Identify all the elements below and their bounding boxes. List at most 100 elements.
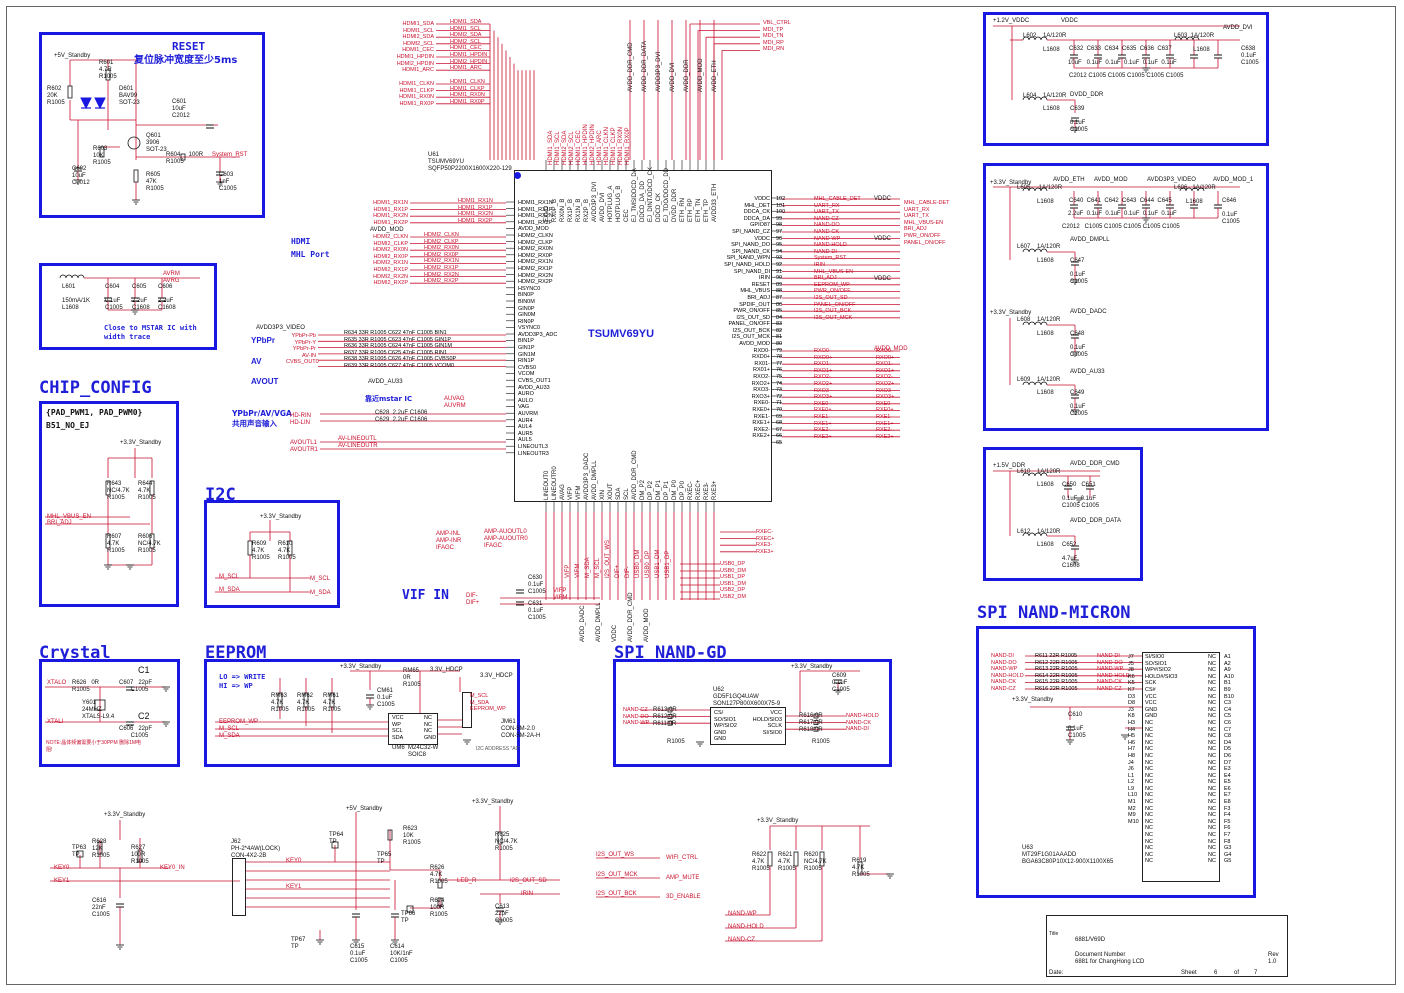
ic-pin-label: CEC: [624, 209, 630, 222]
ic-pin-label: RESET: [751, 281, 770, 288]
ic-pin-number: 87: [776, 294, 783, 301]
net-label: MHL_VBUS-EN: [814, 268, 854, 275]
net-label: UART_RX: [814, 202, 840, 209]
net-label: HDMI1_RX1N: [458, 198, 493, 204]
net-label: HDMI2_SDA: [402, 34, 434, 41]
audio-avoutl1: AVOUTL1: [290, 440, 317, 446]
ic-pin-label: NC: [1208, 785, 1216, 792]
ic-pin-label: RIN0P: [518, 318, 535, 325]
ic-pin-label: RXD0-: [753, 347, 770, 354]
ball-label: D6: [1224, 752, 1232, 759]
ic-pin-label: RX01-: [754, 360, 770, 367]
i2c-mscl-r: M_SCL: [310, 576, 331, 582]
ic-pin-label: ETH_RN: [680, 197, 686, 222]
ic-pin-label: NC: [1145, 779, 1153, 786]
keys-rail2: +5V_Standby: [346, 806, 383, 812]
ic-pin-number: 73: [776, 387, 783, 394]
ball-label: F6: [1224, 825, 1231, 832]
ic-pin-label: NC: [1145, 772, 1153, 779]
component-label: R616 22R R1005: [1035, 685, 1078, 692]
net-label: HDMI2_CLKP: [373, 240, 408, 247]
net-label: HDMI1_RX1P: [458, 204, 493, 211]
ball-label: K6: [1128, 673, 1135, 680]
net-label: UART_TX: [904, 213, 929, 220]
ic-pin-label: GND: [714, 736, 727, 743]
ic-pin-label: AVDD_DDR_CMD: [632, 450, 638, 500]
inductor-symbol: [1022, 96, 1048, 101]
inductor-symbol: [1022, 248, 1048, 253]
ic-pin-label: RXE2+: [752, 433, 770, 440]
net-label: HDMI1_CLKP: [399, 87, 434, 94]
ic-pin-label: NC: [1145, 792, 1153, 799]
irin: IRIN: [521, 891, 533, 897]
ic-pin-label: NC: [1208, 799, 1216, 806]
ic-pin-label: MHL_DET: [744, 202, 770, 209]
eeprom-rail: +3.3V_Standby: [340, 664, 382, 670]
ic-pin-label: GIN0M: [518, 312, 536, 319]
ic-pin-label: XOUT: [608, 483, 614, 500]
p2-rail: +3.3V_Standby: [990, 180, 1032, 186]
ic-pin-label: DM_P2: [640, 479, 646, 500]
net-label: AVDD3P3_DVI: [656, 51, 662, 92]
micron-ref: U63: [1022, 845, 1034, 851]
l607b: L1608: [1037, 258, 1054, 264]
net-label: HDMI1_ARC: [597, 130, 603, 165]
ic-pin-label: PANEL_ON/OFF: [728, 321, 770, 328]
net-label: PWR_ON/OFF: [814, 288, 851, 295]
ball-label: A9: [1224, 667, 1231, 674]
net-label: NAND-DI: [814, 248, 837, 255]
net-label: MDI_RN: [763, 46, 785, 53]
l603b: L1608: [1193, 47, 1210, 53]
ic-pin-label: DM_P1: [656, 479, 662, 500]
net-label: DIF+: [615, 564, 621, 578]
led-r: LED_R: [457, 878, 477, 884]
key0-conn: KEY0: [286, 858, 302, 864]
transistor-symbol: [127, 136, 141, 150]
net-label: HDMI2_RX0N: [424, 245, 459, 252]
eeprom-box: [204, 659, 520, 767]
bottom-nets: RXEC-RXEC+RXE3-RXE3+: [756, 529, 775, 555]
ic-pin-label: NC: [1208, 805, 1216, 812]
ic-pin-label: RX01+: [753, 367, 770, 374]
vddc-r2: VDDC: [874, 236, 892, 242]
ic-pin-label: NC: [1145, 739, 1153, 746]
net-label: RXO1+: [814, 367, 833, 374]
ball-label: A2: [1224, 660, 1231, 667]
ball-label: C6: [1224, 719, 1232, 726]
ic-pin-label: RXO3+: [751, 393, 770, 400]
ball-label: M10: [1128, 818, 1139, 825]
ic-pin-label: VCOM: [518, 371, 535, 378]
net-label: HDMI1_SDA: [548, 130, 554, 165]
ball-label: K5: [1128, 680, 1135, 687]
inductor-symbol: [1022, 36, 1048, 41]
auvrm-net: AUVRM: [444, 403, 466, 409]
micron-pkg: BGA63C80P10X12-900X1100X65: [1022, 859, 1114, 865]
ic-pin-label: MHL_VBUS: [740, 288, 770, 295]
ic-pin-label: NC: [1145, 858, 1153, 865]
l604b: L1608: [1043, 106, 1060, 112]
net-label: RXO0-: [814, 348, 831, 354]
ic-pin-label: HDMI2_RX1P: [518, 265, 553, 272]
ic-pin-label: NC: [1208, 739, 1216, 746]
net-label: AVDD_DDR: [684, 59, 690, 92]
net-label: YPbPr-Pb: [291, 333, 316, 339]
ic-pin-label: SI/SIO0: [762, 729, 782, 736]
key0: KEY0: [54, 865, 70, 871]
ic-pin-label: NC: [1145, 825, 1153, 832]
ic-pin-label: HSYNC0: [518, 285, 541, 292]
p2-eth: AVDD_ETH: [1053, 177, 1085, 183]
ic-pin-label: I2S_OUT_MCK: [731, 334, 770, 341]
vif-dim: DIF-: [466, 593, 478, 599]
ic-pin-label: RXE3+: [712, 480, 718, 500]
